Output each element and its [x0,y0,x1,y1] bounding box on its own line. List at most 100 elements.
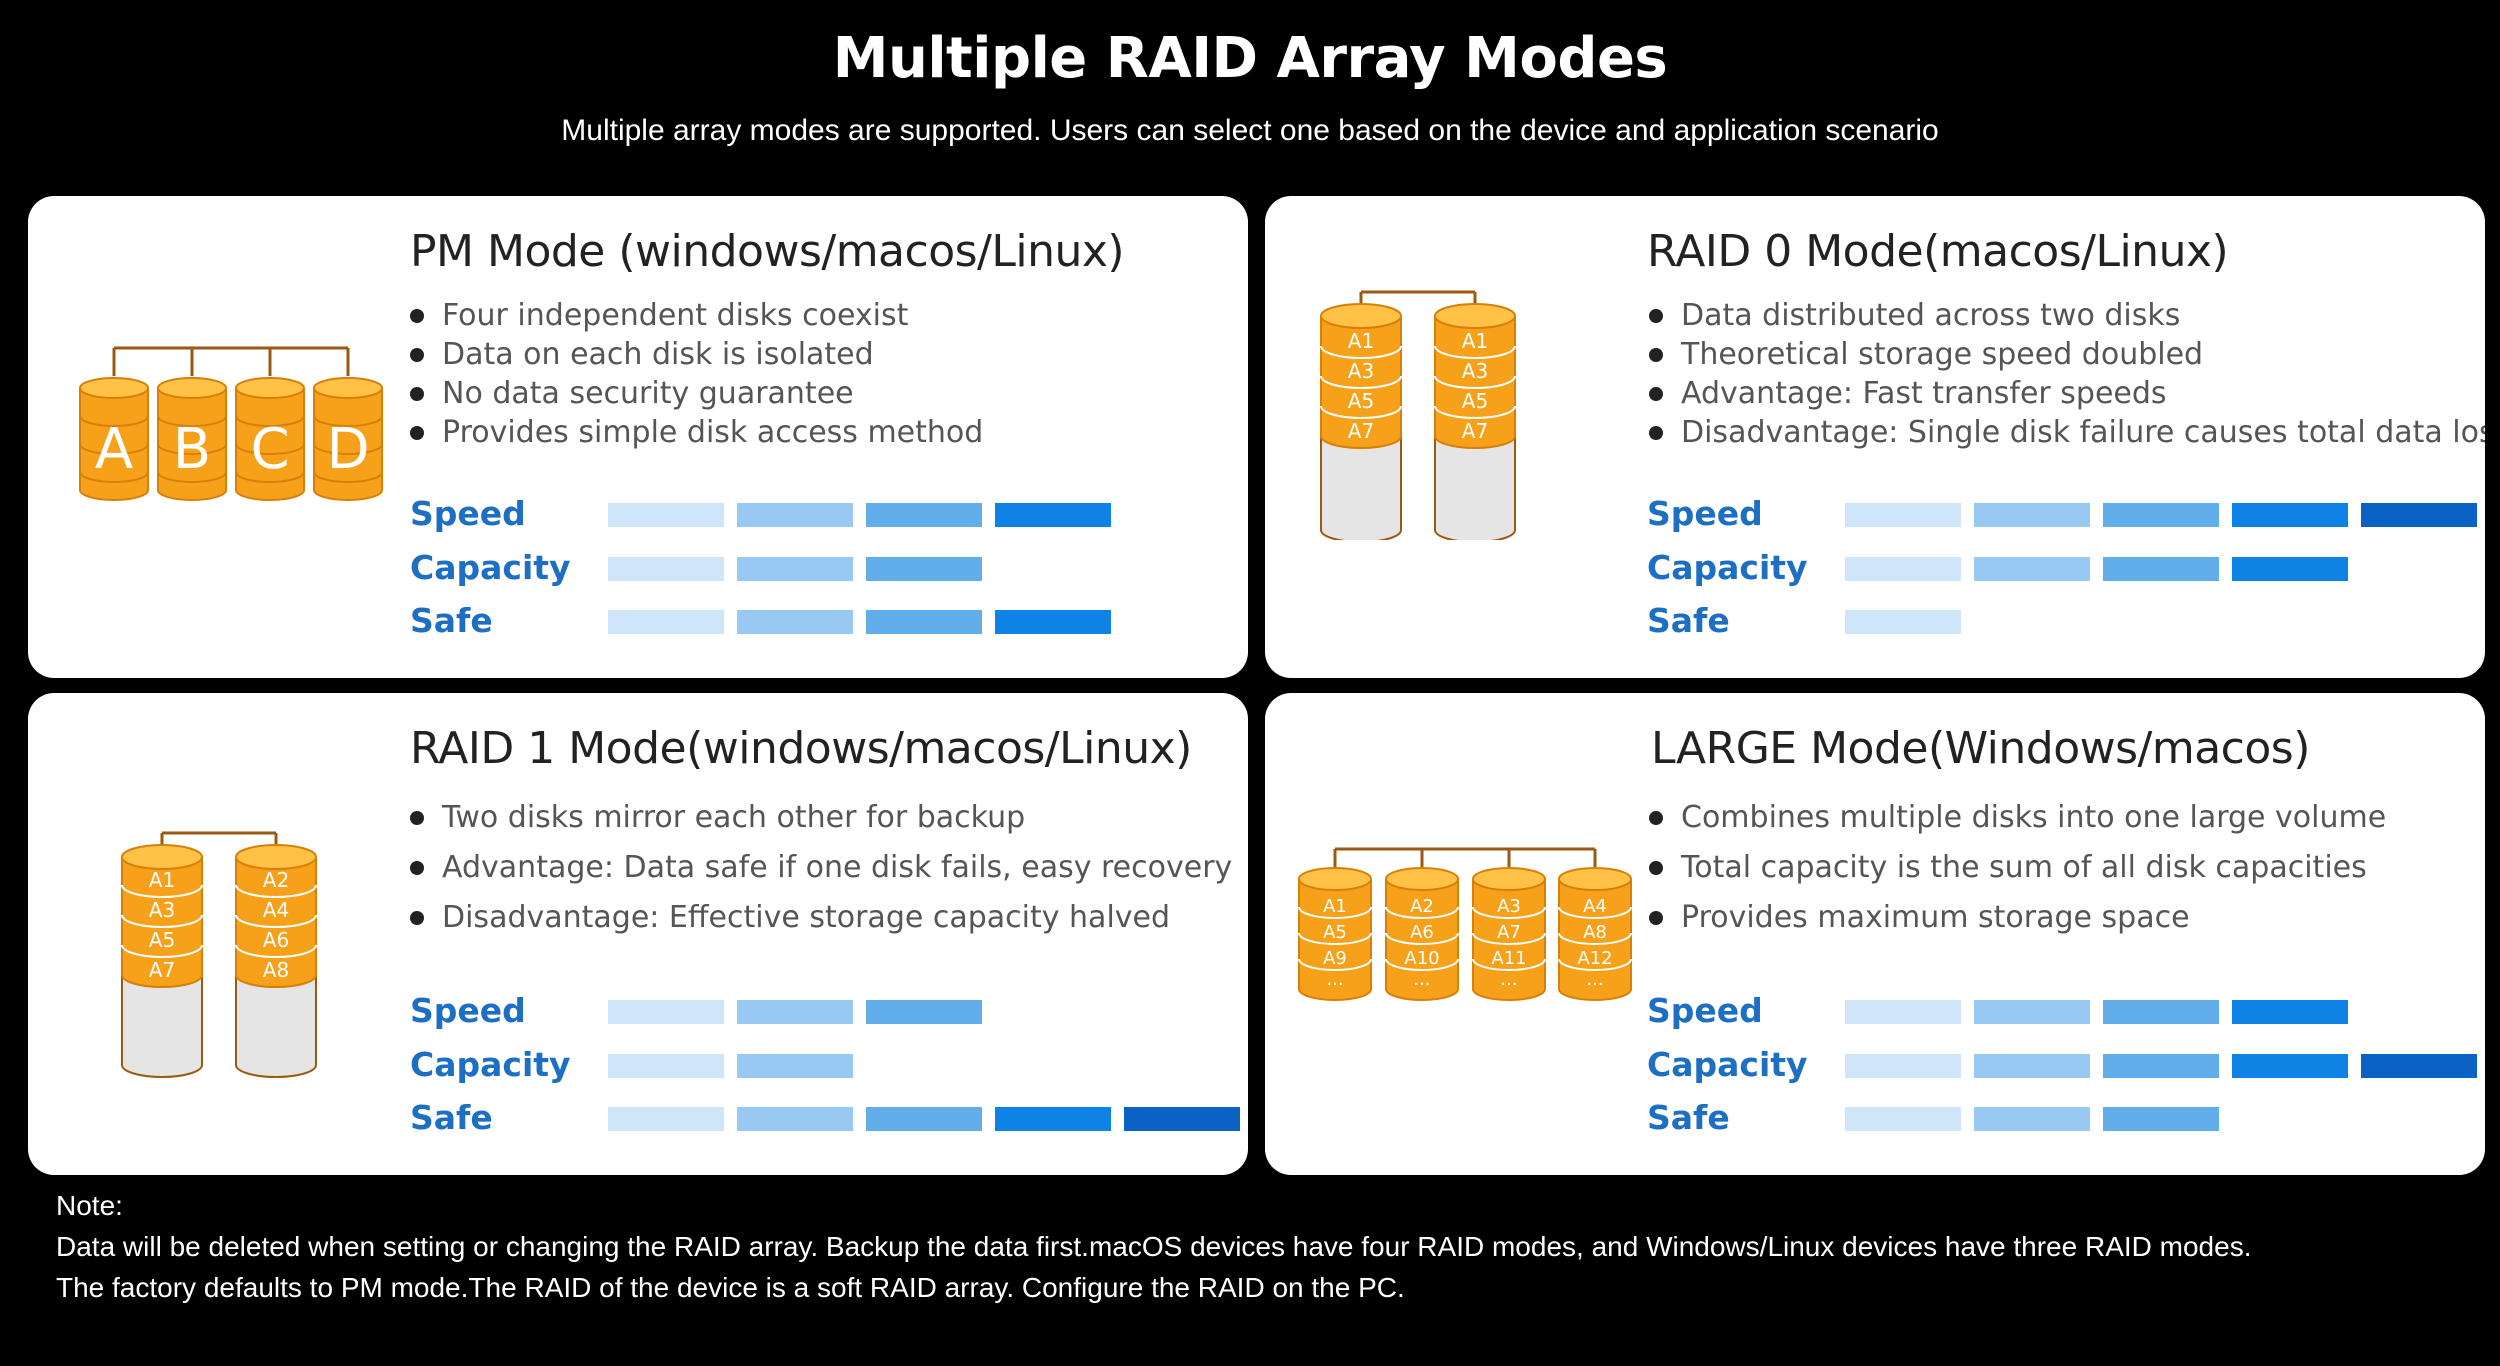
svg-text:A8: A8 [1583,922,1607,943]
rating-bar-segment [2232,503,2348,527]
bullet-list: Two disks mirror each other for backup A… [408,793,1232,943]
rating-bar-segment [995,503,1111,527]
bullet-item: Advantage: Data safe if one disk fails, … [408,843,1232,893]
disk-icon: A2 A6 A10 ... [1385,867,1459,1001]
svg-text:A12: A12 [1577,948,1612,969]
bullet-item: Data distributed across two disks [1647,296,2485,335]
rating-bar-segment [1974,503,2090,527]
rating-bar-segment [737,610,853,634]
disk-a-icon: A [79,377,149,501]
metric-row-safe: Safe [1647,1094,2485,1142]
svg-text:A7: A7 [1497,922,1521,943]
raid0-disks-illustration: A1 A3 A5 A7 A1 A3 A5 A7 [1320,290,1516,540]
metric-row-speed: Speed [410,987,1248,1035]
rating-bar-segment [2103,557,2219,581]
metric-row-safe: Safe [1647,597,2485,645]
pm-disks-illustration: A B C D [79,346,383,501]
rating-bar-segment [2232,1054,2348,1078]
metric-row-safe: Safe [410,597,1248,645]
svg-text:A4: A4 [263,898,289,922]
svg-text:B: B [173,417,211,482]
svg-text:A2: A2 [263,868,289,892]
bullet-item: Total capacity is the sum of all disk ca… [1647,843,2386,893]
svg-text:...: ... [1500,969,1517,990]
rating-bar-segment [995,610,1111,634]
rating-bar-segment [995,1107,1111,1131]
rating-bar-segment [1845,557,1961,581]
metric-label-capacity: Capacity [1647,548,1808,587]
bullet-item: Theoretical storage speed doubled [1647,335,2485,374]
bullet-list: Combines multiple disks into one large v… [1647,793,2386,943]
bullet-item: Disadvantage: Effective storage capacity… [408,893,1232,943]
disk-c-icon: C [235,377,305,501]
disk-icon: A1 A5 A9 ... [1298,867,1372,1001]
bullet-item: No data security guarantee [408,374,983,413]
metric-label-speed: Speed [410,494,526,533]
disk-d-icon: D [313,377,383,501]
card-title: LARGE Mode(Windows/macos) [1651,723,2310,774]
disk-icon: A1 A3 A5 A7 [1434,303,1516,540]
metric-label-capacity: Capacity [410,548,571,587]
rating-bar-segment [737,503,853,527]
bullet-item: Combines multiple disks into one large v… [1647,793,2386,843]
svg-text:A5: A5 [1348,389,1374,413]
metric-label-speed: Speed [1647,991,1763,1030]
metric-label-speed: Speed [1647,494,1763,533]
card-raid0-mode: A1 A3 A5 A7 A1 A3 A5 A7 RAID 0 Mode(maco… [1265,196,2485,678]
large-disks-illustration: A1 A5 A9 ... A2 A6 A10 ... A3 A7 A11 ... [1298,847,1632,1001]
metric-label-safe: Safe [1647,1098,1730,1137]
svg-text:A2: A2 [1410,896,1434,917]
rating-bar-segment [2361,503,2477,527]
svg-text:...: ... [1326,969,1343,990]
card-title: PM Mode (windows/macos/Linux) [410,226,1125,277]
svg-text:A1: A1 [1323,896,1347,917]
rating-bar-segment [608,503,724,527]
card-pm-mode: A B C D PM Mode (windows/macos/Linux) [28,196,1248,678]
card-title: RAID 0 Mode(macos/Linux) [1647,226,2229,277]
rating-bar-segment [608,610,724,634]
disk-b-icon: B [157,377,227,501]
rating-bar-segment [608,557,724,581]
metric-label-safe: Safe [1647,601,1730,640]
bullet-item: Two disks mirror each other for backup [408,793,1232,843]
svg-text:A8: A8 [263,958,289,982]
rating-bar-segment [2232,557,2348,581]
metric-label-safe: Safe [410,601,493,640]
disk-icon: A1 A3 A5 A7 [1320,303,1402,540]
svg-text:...: ... [1586,969,1603,990]
rating-bar-segment [737,1054,853,1078]
raid1-disks-illustration: A1 A3 A5 A7 A2 A4 A6 A8 [121,831,317,1078]
disk-icon: A1 A3 A5 A7 [121,844,203,1078]
note-label: Note: [56,1190,123,1221]
svg-text:A5: A5 [149,928,175,952]
svg-text:A3: A3 [1348,359,1374,383]
svg-text:A10: A10 [1404,948,1439,969]
metric-row-speed: Speed [1647,987,2485,1035]
bullet-item: Provides simple disk access method [408,413,983,452]
card-title: RAID 1 Mode(windows/macos/Linux) [410,723,1192,774]
rating-bar-segment [1845,503,1961,527]
rating-bar-segment [866,557,982,581]
bullet-item: Data on each disk is isolated [408,335,983,374]
card-large-mode: A1 A5 A9 ... A2 A6 A10 ... A3 A7 A11 ... [1265,693,2485,1175]
disk-icon: A3 A7 A11 ... [1472,867,1546,1001]
note-line-2: The factory defaults to PM mode.The RAID… [56,1272,1405,1303]
bullet-list: Four independent disks coexist Data on e… [408,296,983,452]
svg-text:A1: A1 [1348,329,1374,353]
rating-bar-segment [1124,1107,1240,1131]
metric-row-speed: Speed [1647,490,2485,538]
svg-text:A7: A7 [1348,419,1374,443]
bullet-item: Four independent disks coexist [408,296,983,335]
svg-text:...: ... [1413,969,1430,990]
rating-bar-segment [1845,1107,1961,1131]
card-raid1-mode: A1 A3 A5 A7 A2 A4 A6 A8 RAID 1 Mode(wind… [28,693,1248,1175]
page-subtitle: Multiple array modes are supported. User… [561,114,1939,147]
bullet-item: Advantage: Fast transfer speeds [1647,374,2485,413]
svg-text:A5: A5 [1323,922,1347,943]
rating-bar-segment [608,1000,724,1024]
svg-text:A3: A3 [149,898,175,922]
rating-bar-segment [1974,1000,2090,1024]
metric-label-safe: Safe [410,1098,493,1137]
svg-text:A7: A7 [1462,419,1488,443]
rating-bar-segment [2103,1054,2219,1078]
